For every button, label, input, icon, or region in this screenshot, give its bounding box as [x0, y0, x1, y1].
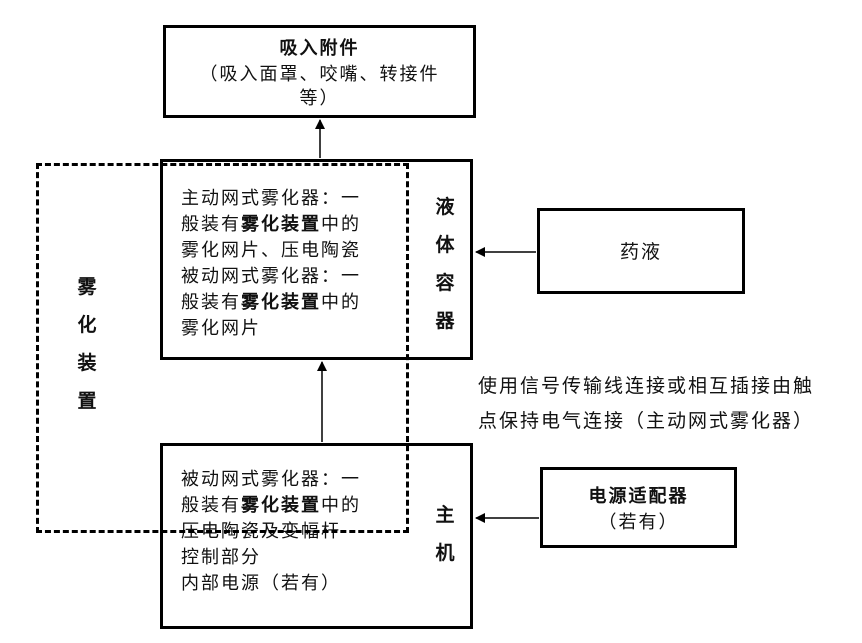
- host-line-emphasis: 雾化装置: [241, 495, 321, 516]
- liquid-container-label: 液体容器: [435, 196, 455, 332]
- liquid-container-line: 雾化网片: [181, 316, 361, 342]
- liquid-container-line: 被动网式雾化器：一: [181, 264, 361, 290]
- host-line: 被动网式雾化器：一: [181, 467, 361, 493]
- liquid-container-line-text: 中的: [321, 214, 361, 235]
- liquid-container-line: 般装有雾化装置中的: [181, 212, 361, 238]
- host-line: 内部电源（若有）: [181, 571, 361, 597]
- liquid-container-line-text: 雾化网片: [181, 318, 261, 339]
- liquid-container-line: 般装有雾化装置中的: [181, 290, 361, 316]
- liquid-container-line-text: 中的: [321, 292, 361, 313]
- host-line-text: 中的: [321, 495, 361, 516]
- host-line-text: 内部电源（若有）: [181, 573, 341, 594]
- liquid-container-line-text: 主动网式雾化器：一: [181, 188, 361, 209]
- host-line-text: 被动网式雾化器：一: [181, 469, 361, 490]
- liquid-container-line-text: 被动网式雾化器：一: [181, 266, 361, 287]
- connection-note-line1: 使用信号传输线连接或相互插接由触: [478, 375, 815, 397]
- host-label: 主机: [435, 504, 455, 564]
- medicine-box: 药液: [537, 208, 745, 294]
- medicine-label: 药液: [619, 241, 662, 263]
- liquid-container-line-text: 般装有: [181, 214, 241, 235]
- power-adapter-box: 电源适配器 （若有）: [540, 467, 737, 548]
- liquid-container-description: 主动网式雾化器：一般装有雾化装置中的雾化网片、压电陶瓷被动网式雾化器：一般装有雾…: [181, 186, 361, 342]
- power-adapter-title: 电源适配器: [588, 486, 689, 507]
- power-adapter-subtitle: （若有）: [598, 512, 679, 533]
- liquid-container-line-emphasis: 雾化装置: [241, 214, 321, 235]
- inhalation-attachment-box: 吸入附件 （吸入面罩、咬嘴、转接件 等）: [163, 25, 476, 118]
- liquid-container-line: 雾化网片、压电陶瓷: [181, 238, 361, 264]
- liquid-container-line-emphasis: 雾化装置: [241, 292, 321, 313]
- atomizing-device-label: 雾化装置: [77, 276, 97, 412]
- inhalation-attachment-title: 吸入附件: [279, 38, 360, 59]
- liquid-container-line-text: 雾化网片、压电陶瓷: [181, 240, 361, 261]
- host-line: 控制部分: [181, 545, 361, 571]
- inhalation-attachment-subtitle-line2: 等）: [299, 88, 340, 109]
- inhalation-attachment-subtitle-line1: （吸入面罩、咬嘴、转接件: [199, 64, 440, 85]
- liquid-container-box: 主动网式雾化器：一般装有雾化装置中的雾化网片、压电陶瓷被动网式雾化器：一般装有雾…: [160, 159, 473, 360]
- connection-note-line2: 点保持电气连接（主动网式雾化器）: [478, 410, 815, 432]
- host-line-text: 般装有: [181, 495, 241, 516]
- liquid-container-line-text: 般装有: [181, 292, 241, 313]
- host-line-text: 控制部分: [181, 547, 261, 568]
- host-line: 般装有雾化装置中的: [181, 493, 361, 519]
- liquid-container-line: 主动网式雾化器：一: [181, 186, 361, 212]
